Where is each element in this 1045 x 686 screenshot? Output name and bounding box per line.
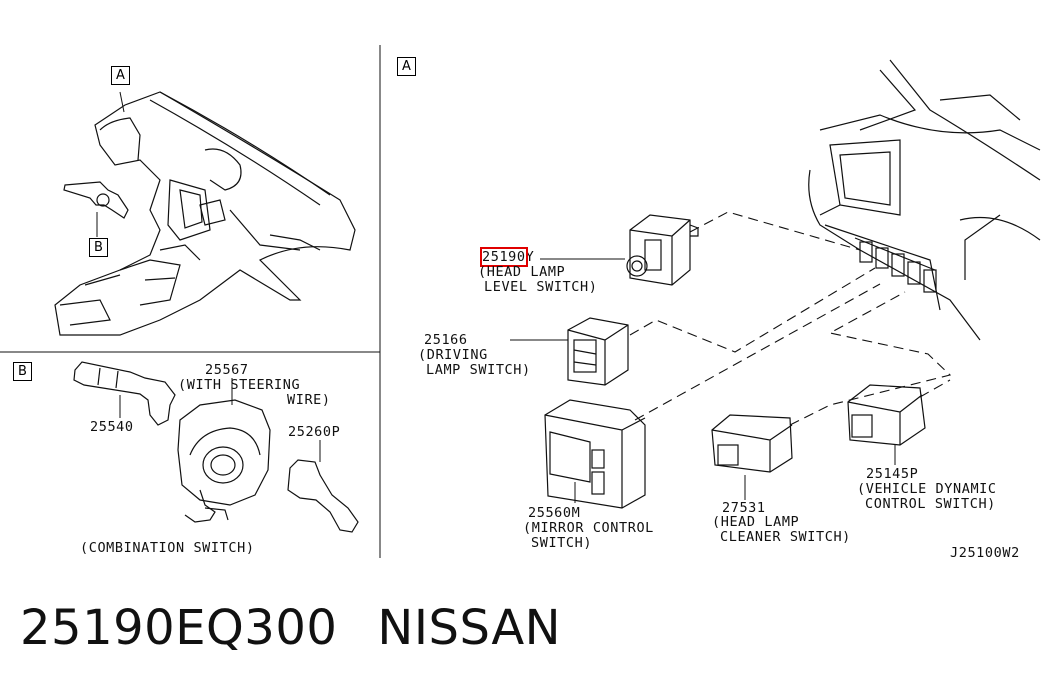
- vdc-switch-drawing: [847, 384, 926, 465]
- footer-part-number: 25190EQ300: [20, 600, 338, 656]
- combination-switch-drawing: [73, 361, 359, 533]
- lever-left-number: 25540: [90, 419, 134, 435]
- headlamp-level-switch-desc2: LEVEL SWITCH): [484, 279, 598, 295]
- vdc-switch-number: 25145P: [866, 466, 919, 482]
- headlamp-level-switch-drawing: [540, 214, 699, 286]
- mirror-control-switch-drawing: [544, 399, 646, 509]
- headlamp-level-switch-desc1: (HEAD LAMP: [478, 264, 566, 280]
- driving-lamp-switch-drawing: [510, 317, 629, 386]
- footer-brand: NISSAN: [377, 600, 562, 656]
- diagram-code: J25100W2: [950, 545, 1020, 561]
- driving-lamp-switch-desc2: LAMP SWITCH): [426, 362, 531, 378]
- headlamp-level-switch-number: 25190Y: [480, 247, 535, 267]
- headlamp-cleaner-switch-number: 27531: [722, 500, 766, 516]
- steering-wire-desc2: WIRE): [287, 392, 331, 408]
- driving-lamp-switch-number: 25166: [424, 332, 468, 348]
- dashed-connector-lines: [629, 211, 952, 426]
- steering-wire-number: 25567: [205, 362, 249, 378]
- driving-lamp-switch-desc1: (DRIVING: [418, 347, 488, 363]
- lever-right-number: 25260P: [288, 424, 341, 440]
- overview-marker-b: B: [89, 238, 108, 257]
- dashboard-fragment-drawing: [808, 59, 1041, 341]
- vdc-switch-desc2: CONTROL SWITCH): [865, 496, 996, 512]
- steering-wire-desc1: (WITH STEERING: [178, 377, 301, 393]
- mirror-control-switch-desc2: SWITCH): [531, 535, 593, 551]
- highlighted-part-number[interactable]: 25190: [480, 247, 528, 267]
- part-suffix: Y: [525, 249, 535, 265]
- vdc-switch-desc1: (VEHICLE DYNAMIC: [857, 481, 997, 497]
- panel-marker-a-right: A: [397, 57, 416, 76]
- panel-marker-a-left: A: [111, 66, 130, 85]
- headlamp-cleaner-switch-drawing: [711, 414, 793, 500]
- footer-caption: 25190EQ300 NISSAN: [20, 600, 601, 656]
- mirror-control-switch-number: 25560M: [528, 505, 581, 521]
- dashboard-overview-drawing: [54, 91, 356, 336]
- headlamp-cleaner-switch-desc2: CLEANER SWITCH): [720, 529, 851, 545]
- mirror-control-switch-desc1: (MIRROR CONTROL: [523, 520, 654, 536]
- headlamp-cleaner-switch-desc1: (HEAD LAMP: [712, 514, 800, 530]
- combination-switch-desc: (COMBINATION SWITCH): [80, 540, 255, 556]
- panel-marker-b: B: [13, 362, 32, 381]
